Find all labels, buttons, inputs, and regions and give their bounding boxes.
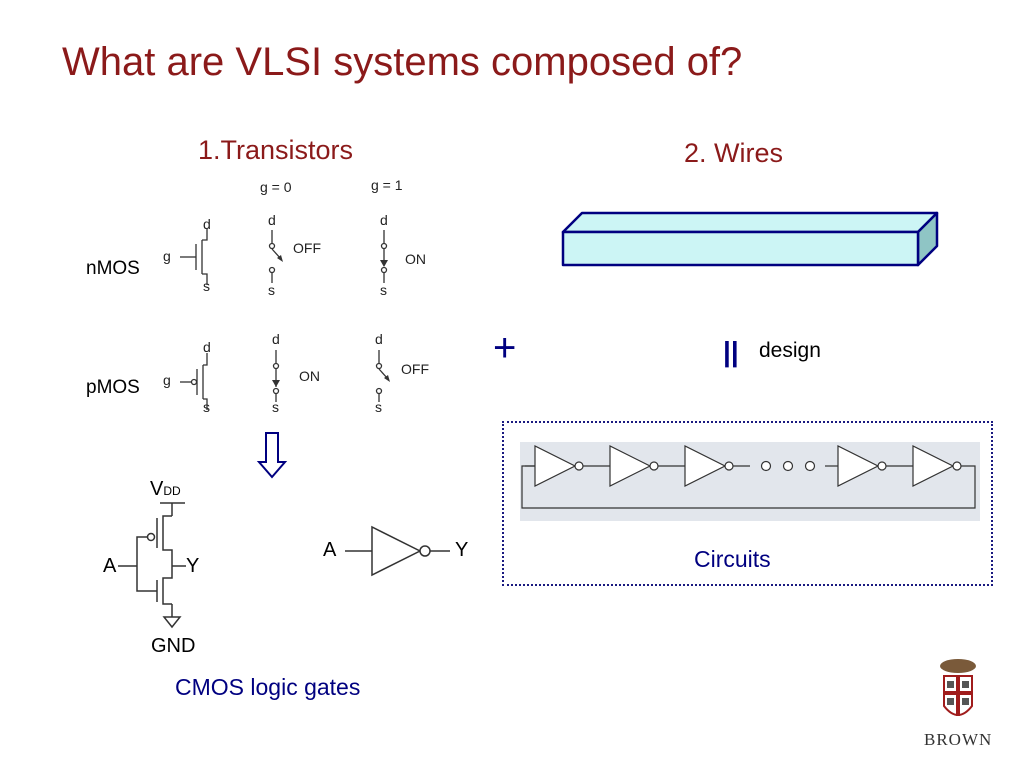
nmos-g1-state: ON [405,251,426,267]
slide-title: What are VLSI systems composed of? [62,40,743,84]
symbol-output-label: Y [455,539,469,561]
design-label: design [759,339,821,362]
g1-label: g = 1 [371,177,403,193]
gnd-label: GND [151,635,196,657]
brown-logo-text: BROWN [924,730,993,749]
nmos-label: nMOS [86,258,140,279]
circuits-box [502,421,993,586]
wire-bar [561,211,939,267]
parallel-sign: || [723,336,739,367]
nmos-s: s [203,278,210,294]
inverter-symbol [345,525,450,577]
pmos-g0-d: d [272,331,280,347]
vdd-label: VDD [150,478,181,500]
nmos-g0-state: OFF [293,240,321,256]
pmos-label: pMOS [86,377,140,398]
pmos-g1-s: s [375,399,382,415]
brown-shield-icon [940,659,976,716]
inverter-chain [521,445,976,509]
pmos-g0-s: s [272,399,279,415]
cmos-gates-label: CMOS logic gates [175,674,361,700]
pmos-g0-switch [272,350,280,402]
pmos-g: g [163,372,171,388]
transistors-heading: 1.Transistors [198,135,354,165]
nmos-g1-switch [380,230,388,283]
circuit-background [520,442,980,521]
wires-heading: 2. Wires [684,138,784,168]
nmos-g0-s: s [268,282,275,298]
cmos-inverter-schematic [118,502,186,629]
nmos-symbol [180,228,208,285]
nmos-g0-arrow [277,255,283,262]
pmos-symbol [180,353,208,410]
pmos-g1-arrow [384,375,390,382]
nmos-g1-arrow [380,260,388,267]
pmos-g1-switch [375,350,389,402]
circuits-label: Circuits [694,546,771,572]
nmos-g1-s: s [380,282,387,298]
nmos-g1-d: d [380,212,388,228]
inverter-input-label: A [103,555,117,577]
nmos-d: d [203,216,211,232]
pmos-g1-state: OFF [401,361,429,377]
pmos-g1-d: d [375,331,383,347]
g0-label: g = 0 [260,179,292,195]
nmos-g0-d: d [268,212,276,228]
down-arrow-icon [256,432,288,479]
nmos-g0-switch [268,230,282,283]
pmos-d: d [203,339,211,355]
inverter-output-label: Y [186,555,200,577]
plus-sign: + [493,326,517,370]
symbol-input-label: A [323,539,337,561]
pmos-g0-state: ON [299,368,320,384]
nmos-g: g [163,248,171,264]
pmos-g0-arrow [272,380,280,387]
